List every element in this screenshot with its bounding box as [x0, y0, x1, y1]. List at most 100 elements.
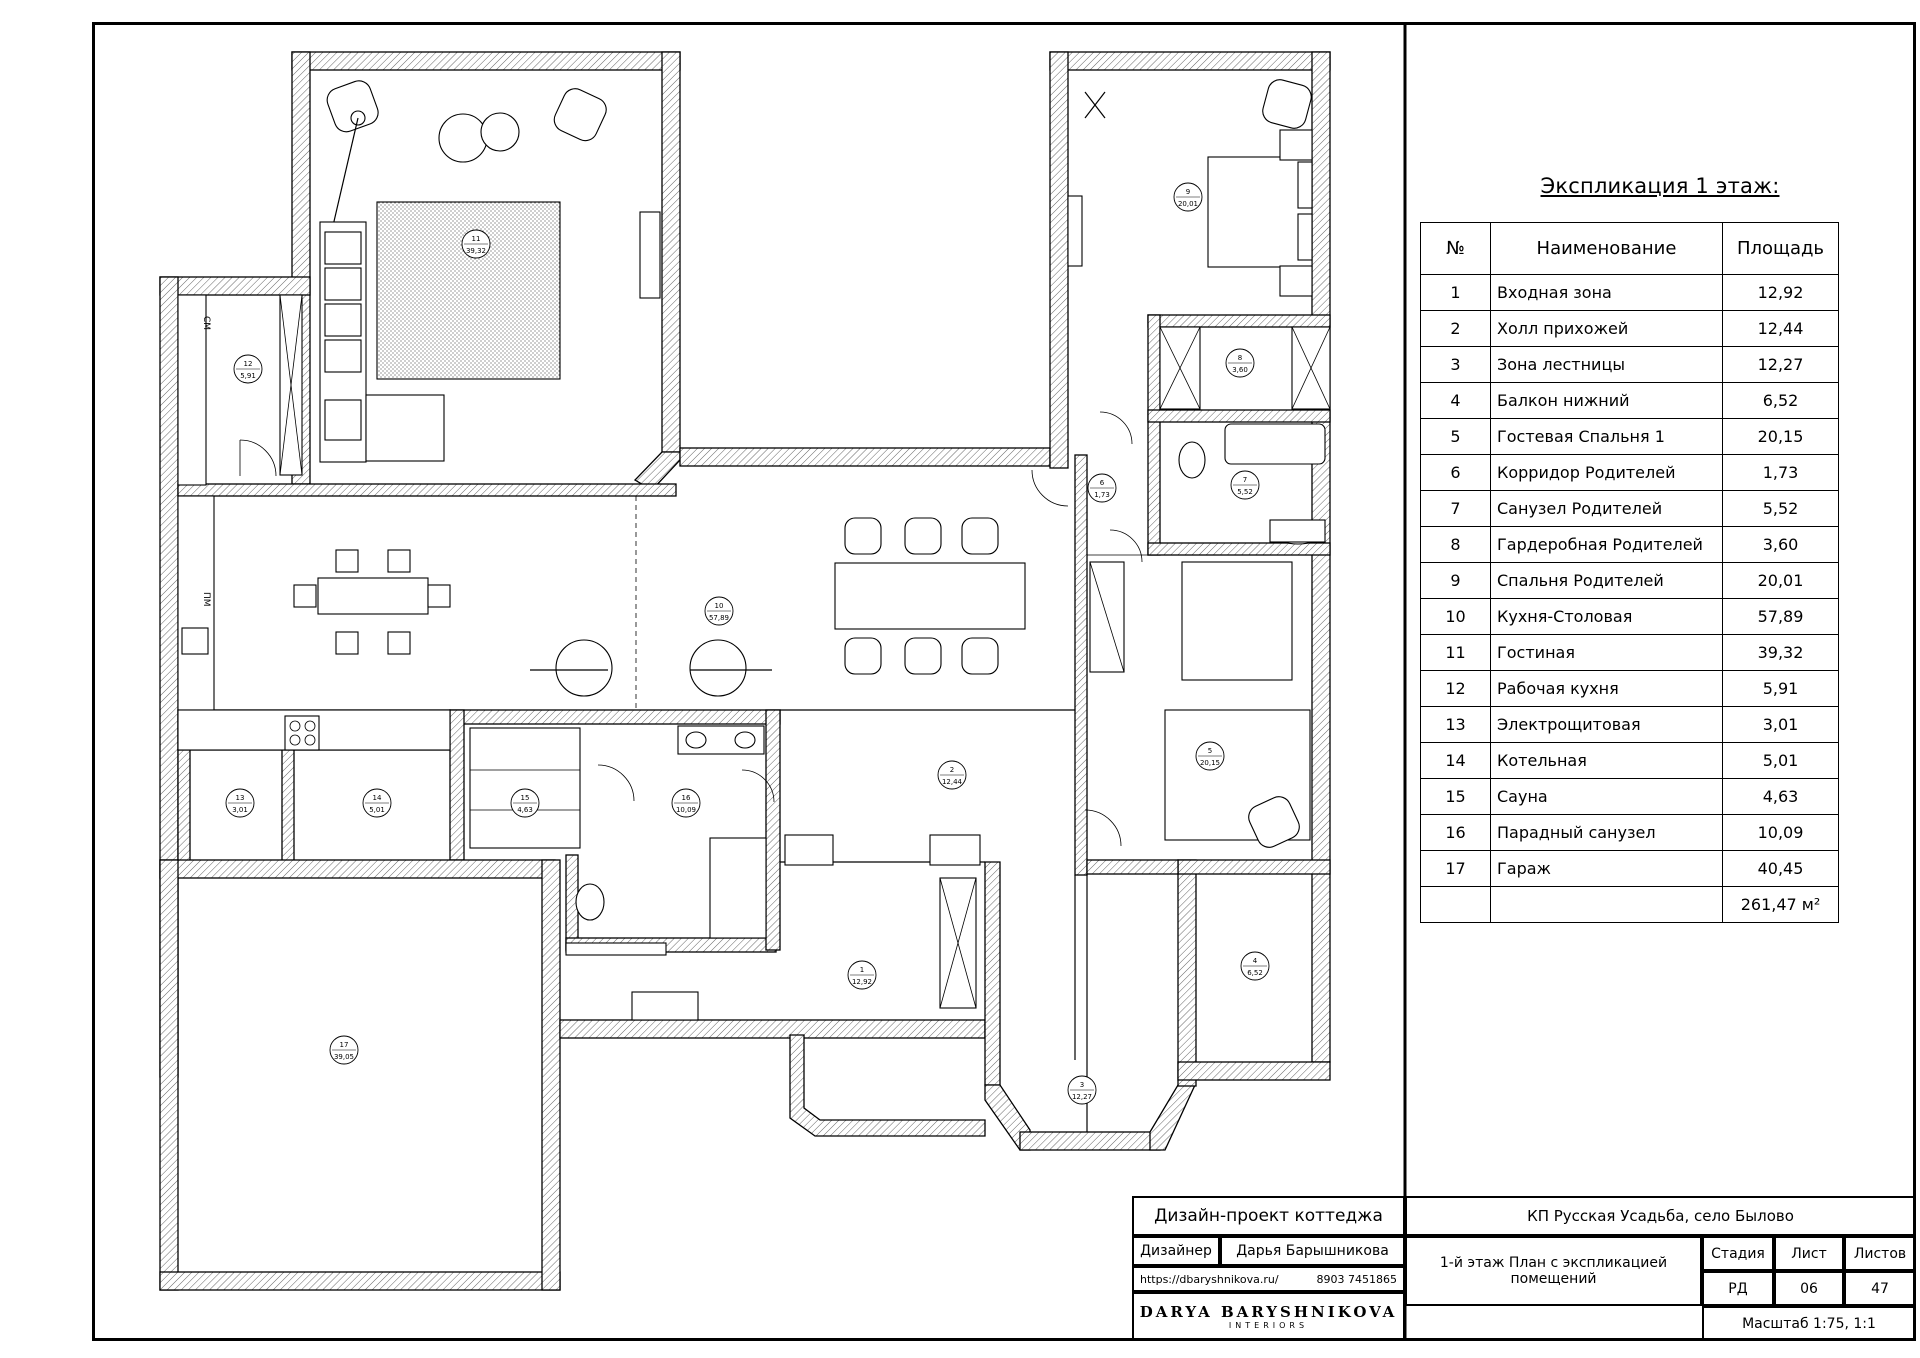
room-tag-number: 16 — [682, 794, 691, 802]
room-tag-area: 3,60 — [1232, 366, 1248, 374]
wall-wardrobe-top — [1147, 314, 1331, 328]
stage-value: РД — [1702, 1271, 1774, 1306]
wall-sauna-top — [449, 709, 781, 725]
website-link[interactable]: https://dbaryshnikova.ru/ — [1140, 1272, 1279, 1286]
row-area: 5,52 — [1722, 490, 1839, 527]
row-number: 6 — [1420, 454, 1491, 491]
row-number: 15 — [1420, 778, 1491, 815]
room-tag-number: 3 — [1080, 1081, 1084, 1089]
row-area: 5,01 — [1722, 742, 1839, 779]
room-tag-number: 17 — [340, 1041, 349, 1049]
wall-bedroom-left — [1049, 51, 1069, 469]
sheet-value: 06 — [1774, 1271, 1844, 1306]
room-tag-number: 12 — [244, 360, 253, 368]
sauna-bench — [469, 727, 581, 849]
lounge-chair-2 — [689, 639, 747, 697]
scale: Масштаб 1:75, 1:1 — [1702, 1306, 1916, 1341]
wall-garage-left — [159, 859, 179, 1291]
row-number: 1 — [1420, 274, 1491, 311]
room-tag-number: 15 — [521, 794, 530, 802]
row-number: 7 — [1420, 490, 1491, 527]
total-empty — [1490, 886, 1723, 923]
row-name: Санузел Родителей — [1490, 490, 1723, 527]
row-number: 2 — [1420, 310, 1491, 347]
sofa-cushion — [324, 339, 362, 373]
room-tag: 520,15 — [1195, 741, 1225, 771]
row-number: 5 — [1420, 418, 1491, 455]
row-number: 9 — [1420, 562, 1491, 599]
wall-wc-bottom — [1147, 542, 1331, 556]
contacts-row: https://dbaryshnikova.ru/ 8903 7451865 — [1132, 1266, 1405, 1292]
row-number: 13 — [1420, 706, 1491, 743]
sofa-cushion — [324, 231, 362, 265]
designer-label: Дизайнер — [1132, 1236, 1220, 1266]
wall-entrance-right — [984, 861, 1001, 1086]
furniture — [177, 79, 1331, 1060]
wall-dining-top — [679, 447, 1051, 467]
row-area: 40,45 — [1722, 850, 1839, 887]
row-area: 12,44 — [1722, 310, 1839, 347]
row-area: 12,27 — [1722, 346, 1839, 383]
row-area: 1,73 — [1722, 454, 1839, 491]
wall-living-corner — [633, 451, 681, 491]
wall-living-bottom — [177, 483, 677, 497]
row-name: Корридор Родителей — [1490, 454, 1723, 491]
room-tag-area: 39,32 — [466, 247, 486, 255]
room-tag-area: 10,09 — [676, 806, 696, 814]
row-area: 3,01 — [1722, 706, 1839, 743]
kitchen-counter-west — [177, 495, 215, 711]
row-name: Котельная — [1490, 742, 1723, 779]
row-name: Гараж — [1490, 850, 1723, 887]
shower — [709, 837, 767, 939]
work-kitchen-counter — [177, 294, 207, 486]
plan-label-pm: ПМ — [201, 592, 211, 607]
explication-title: Экспликация 1 этаж: — [1540, 174, 1780, 198]
designer-name: Дарья Барышникова — [1220, 1236, 1405, 1266]
logo-main: DARYA BARYSHNIKOVA — [1139, 1303, 1398, 1321]
room-tag-number: 11 — [472, 235, 481, 243]
row-number: 12 — [1420, 670, 1491, 707]
wall-living-right — [661, 51, 681, 453]
wall-electro-left — [177, 749, 191, 866]
room-tag-area: 12,92 — [852, 978, 872, 986]
row-area: 57,89 — [1722, 598, 1839, 635]
nightstand — [1279, 129, 1313, 161]
room-tag-number: 9 — [1186, 188, 1190, 196]
explication-header-row: № Наименование Площадь — [1420, 222, 1839, 275]
wall-east — [1311, 51, 1331, 1063]
row-number: 10 — [1420, 598, 1491, 635]
fireplace — [639, 211, 661, 299]
armchair-guest — [1248, 796, 1300, 848]
room-tag-area: 1,73 — [1094, 491, 1110, 499]
room-tag-number: 8 — [1238, 354, 1242, 362]
wall-boiler-left — [281, 749, 295, 866]
plan-label-sm: СМ — [201, 316, 211, 330]
kitchen-sink — [181, 627, 209, 655]
room-tag-area: 4,63 — [517, 806, 533, 814]
row-number: 3 — [1420, 346, 1491, 383]
room-tag: 212,44 — [937, 760, 967, 790]
rug — [376, 201, 561, 380]
phone-number: 8903 7451865 — [1316, 1272, 1397, 1286]
total-area: 261,47 м² — [1722, 886, 1839, 923]
wall-bay-bottom — [1019, 1131, 1161, 1151]
coffee-table-1 — [438, 113, 488, 163]
row-name: Зона лестницы — [1490, 346, 1723, 383]
sofa-cushion — [324, 267, 362, 301]
wall-balcony-top — [1177, 859, 1331, 875]
total-empty — [1420, 886, 1491, 923]
room-tag-area: 20,01 — [1178, 200, 1198, 208]
row-area: 10,09 — [1722, 814, 1839, 851]
room-tag-area: 12,44 — [942, 778, 963, 786]
room-tag-number: 7 — [1243, 476, 1247, 484]
